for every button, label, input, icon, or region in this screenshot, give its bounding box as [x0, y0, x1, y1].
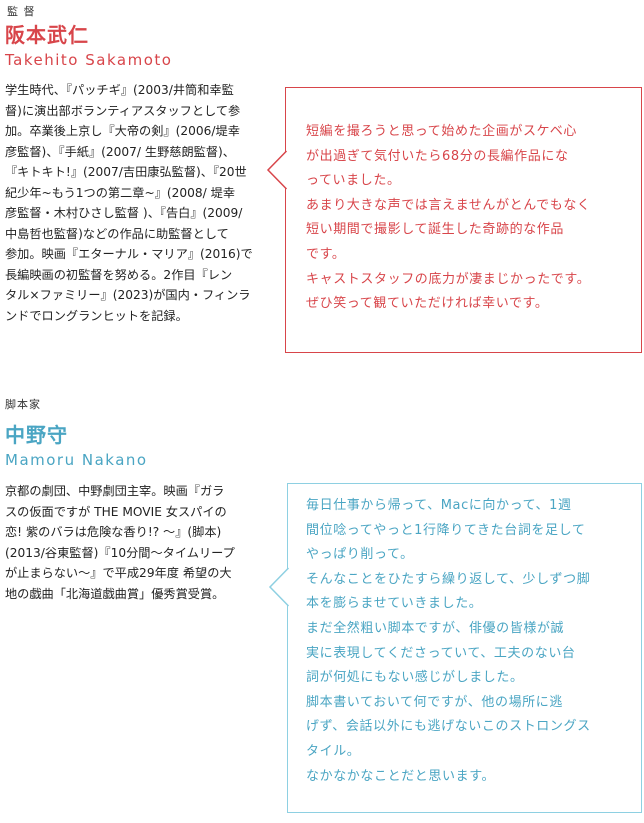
- director-biography: 学生時代、『パッチギ』(2003/井筒和幸監 督)に演出部ボランティアスタッフと…: [5, 83, 253, 323]
- writer-role-label: 脚本家: [5, 398, 41, 411]
- director-role-label: 監 督: [7, 5, 36, 18]
- director-quote-text: 短編を撮ろうと思って始めた企画がスケベ心 が出過ぎて気付いたら68分の長編作品に…: [306, 124, 591, 312]
- director-speech-tail-icon: [266, 150, 288, 190]
- writer-speech-tail-icon: [268, 567, 290, 607]
- writer-quote-box: [287, 483, 642, 813]
- director-name-english: Takehito Sakamoto: [5, 51, 173, 69]
- writer-biography: 京都の劇団、中野劇団主宰。映画『ガラ スの仮面ですが THE MOVIE 女スパ…: [5, 484, 235, 601]
- director-quote-box: [285, 87, 642, 353]
- writer-quote-text: 毎日仕事から帰って、Macに向かって、1週 間位唸ってやっと1行降りてきた台詞を…: [306, 498, 591, 784]
- writer-name-english: Mamoru Nakano: [5, 451, 148, 469]
- director-name-japanese: 阪本武仁: [5, 23, 89, 47]
- writer-name-japanese: 中野守: [5, 423, 68, 447]
